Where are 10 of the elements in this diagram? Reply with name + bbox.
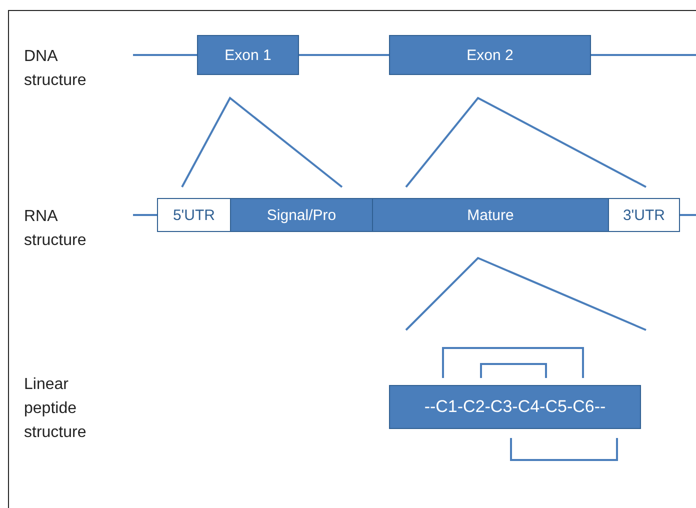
exon-box: Exon 2 bbox=[389, 35, 591, 75]
signal-segment: Signal/Pro bbox=[230, 198, 373, 232]
utr-segment: 3'UTR bbox=[608, 198, 680, 232]
mature-segment: Mature bbox=[372, 198, 609, 232]
row-label: RNA structure bbox=[24, 207, 88, 251]
utr-segment: 5'UTR bbox=[157, 198, 231, 232]
exon-box: Exon 1 bbox=[197, 35, 299, 75]
peptide-box: --C1-C2-C3-C4-C5-C6-- bbox=[389, 385, 641, 429]
row-label: DNA structure bbox=[24, 47, 88, 91]
row-label: Linear peptide structure bbox=[24, 375, 88, 443]
